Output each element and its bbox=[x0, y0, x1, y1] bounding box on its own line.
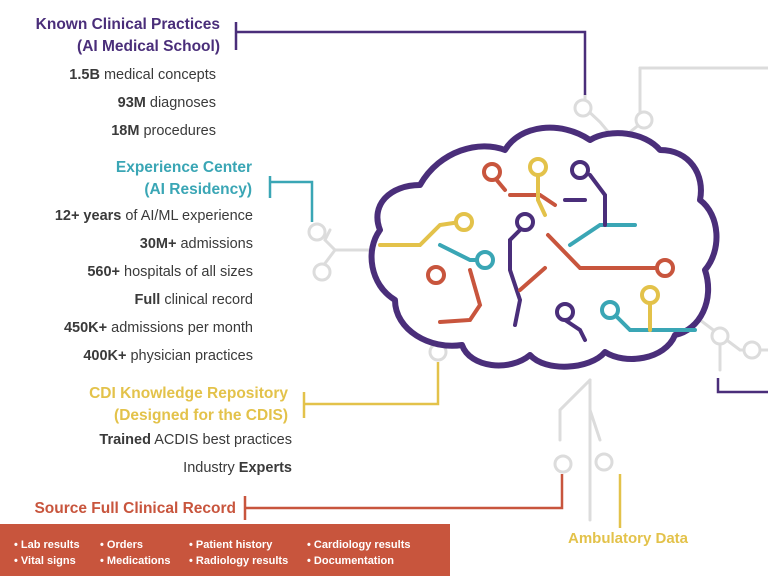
experience-item: 12+ years of AI/ML experience bbox=[54, 208, 253, 224]
experience-item: 30M+ admissions bbox=[139, 236, 253, 252]
cdi-repository-title-line1: CDI Knowledge Repository bbox=[89, 385, 288, 402]
known-practices-title-line2: (AI Medical School) bbox=[77, 38, 220, 55]
bracket-lines bbox=[234, 22, 768, 528]
source-record-bar: • Lab results • Vital signs • Orders • M… bbox=[0, 524, 450, 576]
known-practices-title: Known Clinical Practices (AI Medical Sch… bbox=[36, 14, 220, 58]
known-item: 18M procedures bbox=[111, 123, 216, 139]
bullet-vital-signs: • Vital signs bbox=[14, 555, 76, 567]
cdi-list: Trained ACDIS best practices Industry Ex… bbox=[99, 430, 292, 478]
known-practices-list: 1.5B medical concepts 93M diagnoses 18M … bbox=[69, 65, 216, 141]
known-item: 93M diagnoses bbox=[117, 95, 216, 111]
experience-list: 12+ years of AI/ML experience 30M+ admis… bbox=[55, 206, 253, 366]
experience-center-title-line2: (AI Residency) bbox=[144, 181, 252, 198]
known-practices-title-line1: Known Clinical Practices bbox=[35, 16, 220, 33]
experience-center-title-line1: Experience Center bbox=[115, 159, 252, 176]
bullet-patient-history: • Patient history bbox=[189, 539, 273, 551]
bullet-orders: • Orders bbox=[100, 539, 143, 551]
cdi-repository-title: CDI Knowledge Repository (Designed for t… bbox=[89, 383, 288, 427]
source-record-title: Source Full Clinical Record bbox=[34, 500, 236, 517]
brain-outline bbox=[368, 124, 720, 370]
experience-center-title: Experience Center (AI Residency) bbox=[116, 157, 252, 201]
experience-item: 400K+ physician practices bbox=[83, 348, 253, 364]
bullet-lab-results: • Lab results bbox=[14, 539, 80, 551]
circuit-traces bbox=[378, 173, 697, 342]
cdi-repository-title-line2: (Designed for the CDIS) bbox=[114, 407, 288, 424]
circuit-nodes bbox=[426, 157, 675, 322]
known-item: 1.5B medical concepts bbox=[69, 67, 216, 83]
bullet-cardiology-results: • Cardiology results bbox=[307, 539, 411, 551]
bullet-medications: • Medications bbox=[100, 555, 171, 567]
experience-item: Full clinical record bbox=[134, 292, 253, 308]
cdi-item: Industry Experts bbox=[183, 460, 292, 476]
ambulatory-data-title: Ambulatory Data bbox=[568, 530, 689, 547]
experience-item: 450K+ admissions per month bbox=[63, 320, 253, 336]
bullet-radiology-results: • Radiology results bbox=[189, 555, 289, 567]
bullet-documentation: • Documentation bbox=[307, 555, 394, 567]
experience-item: 560+ hospitals of all sizes bbox=[87, 264, 253, 280]
cdi-item: Trained ACDIS best practices bbox=[99, 432, 292, 448]
